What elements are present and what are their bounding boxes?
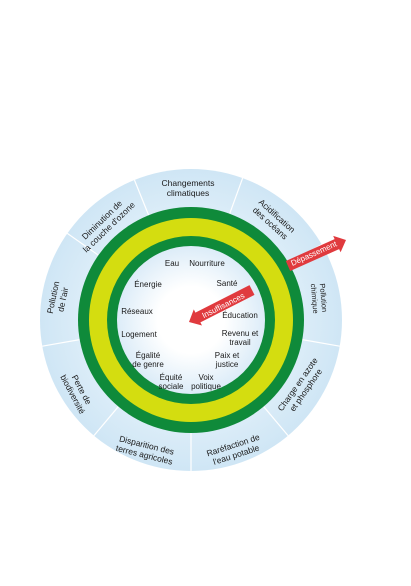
inner-label-logement: Logement: [121, 330, 157, 339]
outer-label-line: Changements: [162, 178, 215, 188]
inner-label-line: justice: [215, 360, 239, 369]
inner-label-reseaux: Réseaux: [121, 307, 153, 316]
inner-label-line: Eau: [165, 259, 179, 268]
inner-label-education: Éducation: [222, 311, 258, 320]
inner-label-energie: Énergie: [134, 280, 162, 289]
outer-label-line: climatiques: [167, 188, 210, 198]
inner-label-eau: Eau: [165, 259, 179, 268]
sector-divider: [93, 406, 119, 437]
sector-divider: [133, 179, 150, 216]
inner-label-line: Énergie: [134, 280, 162, 289]
inner-label-line: Voix: [198, 373, 213, 382]
inner-label-line: Logement: [121, 330, 157, 339]
inner-label-line: travail: [229, 338, 251, 347]
inner-label-line: Réseaux: [121, 307, 153, 316]
inner-label-line: Paix et: [215, 351, 240, 360]
inner-label-line: politique: [191, 382, 221, 391]
outer-label-chemical: Pollutionchimique: [309, 282, 330, 313]
inner-label-sante: Santé: [217, 279, 238, 288]
inner-label-line: Nourriture: [189, 259, 225, 268]
inner-label-line: Éducation: [222, 311, 258, 320]
sector-divider: [66, 232, 99, 256]
inner-label-line: sociale: [159, 382, 184, 391]
sector-divider: [263, 406, 289, 437]
outer-label-line: Pollution: [318, 283, 329, 312]
sector-divider: [42, 339, 80, 347]
outer-label-line: chimique: [309, 283, 321, 314]
inner-label-line: Égalité: [136, 351, 161, 360]
sector-divider: [302, 339, 340, 347]
inner-label-line: Revenu et: [222, 329, 259, 338]
inner-label-line: Santé: [217, 279, 238, 288]
sector-divider: [229, 177, 244, 215]
inner-label-nourriture: Nourriture: [189, 259, 225, 268]
inner-label-line: Équité: [160, 373, 183, 382]
inner-label-line: de genre: [132, 360, 164, 369]
